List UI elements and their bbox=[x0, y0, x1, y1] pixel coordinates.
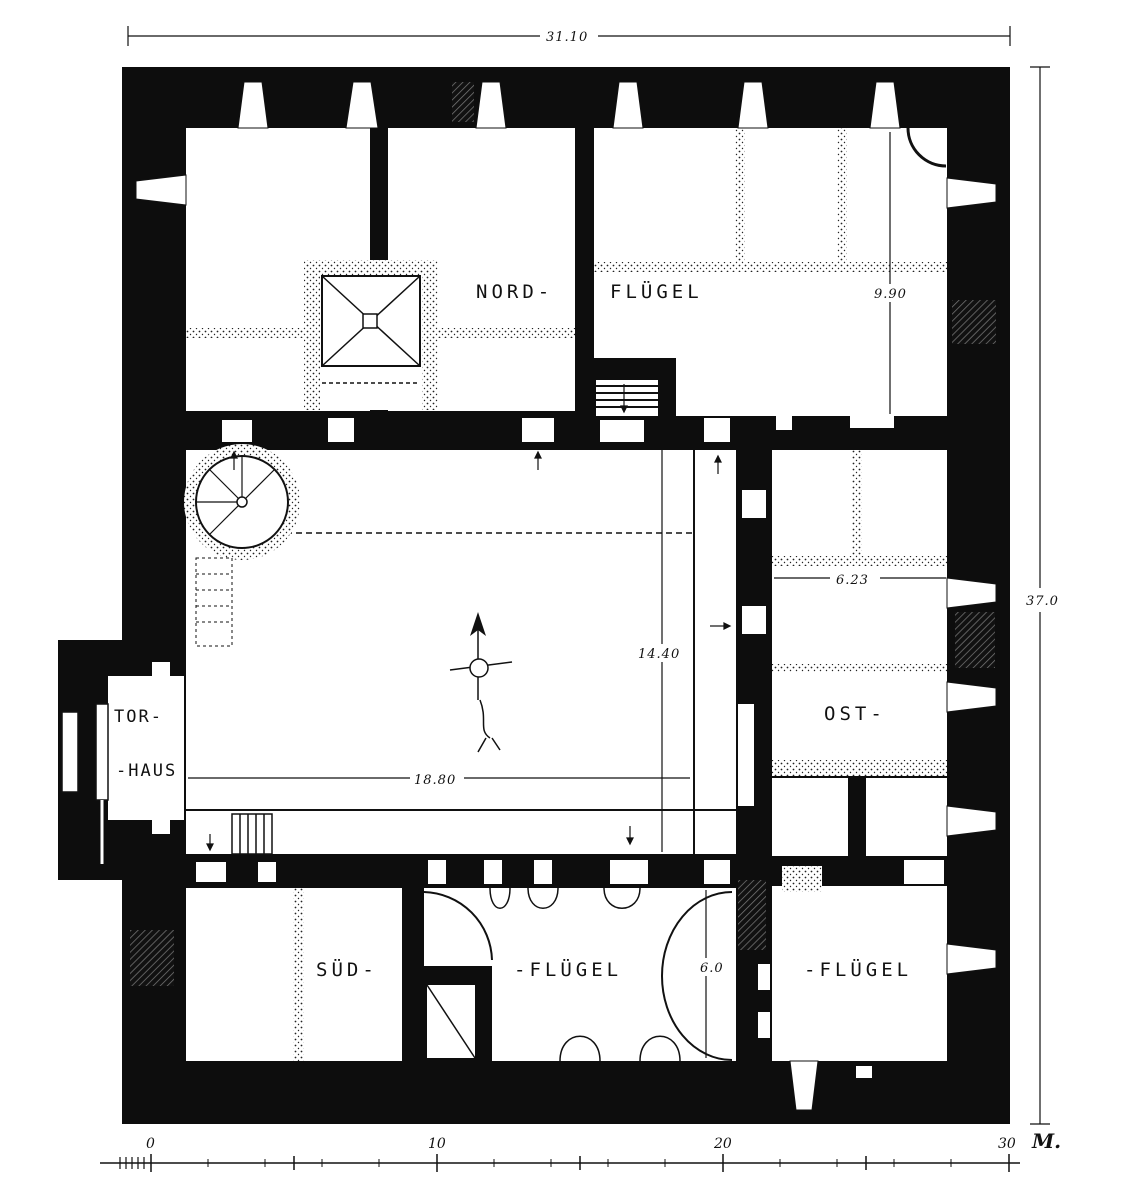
hatched-patches bbox=[130, 82, 996, 986]
scale-tick-20: 20 bbox=[713, 1136, 732, 1152]
label-ost-fluegel: -FLÜGEL bbox=[804, 958, 912, 981]
room-labels: NORD- FLÜGEL OST- -FLÜGEL SÜD- -FLÜGEL T… bbox=[114, 280, 912, 981]
inner-openings bbox=[196, 416, 944, 1078]
south-steps bbox=[231, 813, 273, 855]
window-embrasures bbox=[135, 81, 997, 1111]
dim-south-hall: 6.0 bbox=[700, 961, 724, 976]
scale-unit: M. bbox=[1031, 1129, 1061, 1153]
label-haus: -HAUS bbox=[116, 761, 177, 781]
dim-court-height: 14.40 bbox=[638, 647, 680, 662]
dim-north-wing: 9.90 bbox=[874, 287, 907, 302]
east-wing bbox=[772, 450, 947, 1061]
spiral-stair bbox=[184, 444, 300, 560]
dimension-labels: 31.10 37.0 9.90 14.40 18.80 6.23 6.0 bbox=[410, 26, 1072, 976]
south-wing bbox=[186, 887, 736, 1062]
scale-tick-10: 10 bbox=[428, 1136, 446, 1152]
dim-total-height: 37.0 bbox=[1026, 594, 1059, 609]
label-tor: TOR- bbox=[114, 707, 163, 727]
scale-tick-0: 0 bbox=[146, 1136, 155, 1152]
gatehouse bbox=[61, 662, 184, 864]
scale-tick-30: 30 bbox=[998, 1136, 1016, 1152]
north-stair bbox=[596, 380, 658, 416]
label-sued: SÜD- bbox=[316, 958, 378, 981]
direction-arrows bbox=[206, 384, 732, 852]
label-sued-fluegel: -FLÜGEL bbox=[514, 958, 622, 981]
label-ost: OST- bbox=[824, 703, 886, 725]
label-nord-fluegel: FLÜGEL bbox=[610, 280, 703, 303]
scale-bar: 0 10 20 30 M. bbox=[100, 1129, 1061, 1172]
label-nord: NORD- bbox=[476, 281, 553, 303]
north-wing bbox=[186, 127, 947, 416]
dim-court-width: 18.80 bbox=[414, 773, 456, 788]
west-steps bbox=[195, 557, 233, 647]
dim-total-width: 31.10 bbox=[546, 30, 588, 45]
north-arrow-icon bbox=[449, 612, 513, 753]
dim-east-wing: 6.23 bbox=[836, 573, 869, 588]
